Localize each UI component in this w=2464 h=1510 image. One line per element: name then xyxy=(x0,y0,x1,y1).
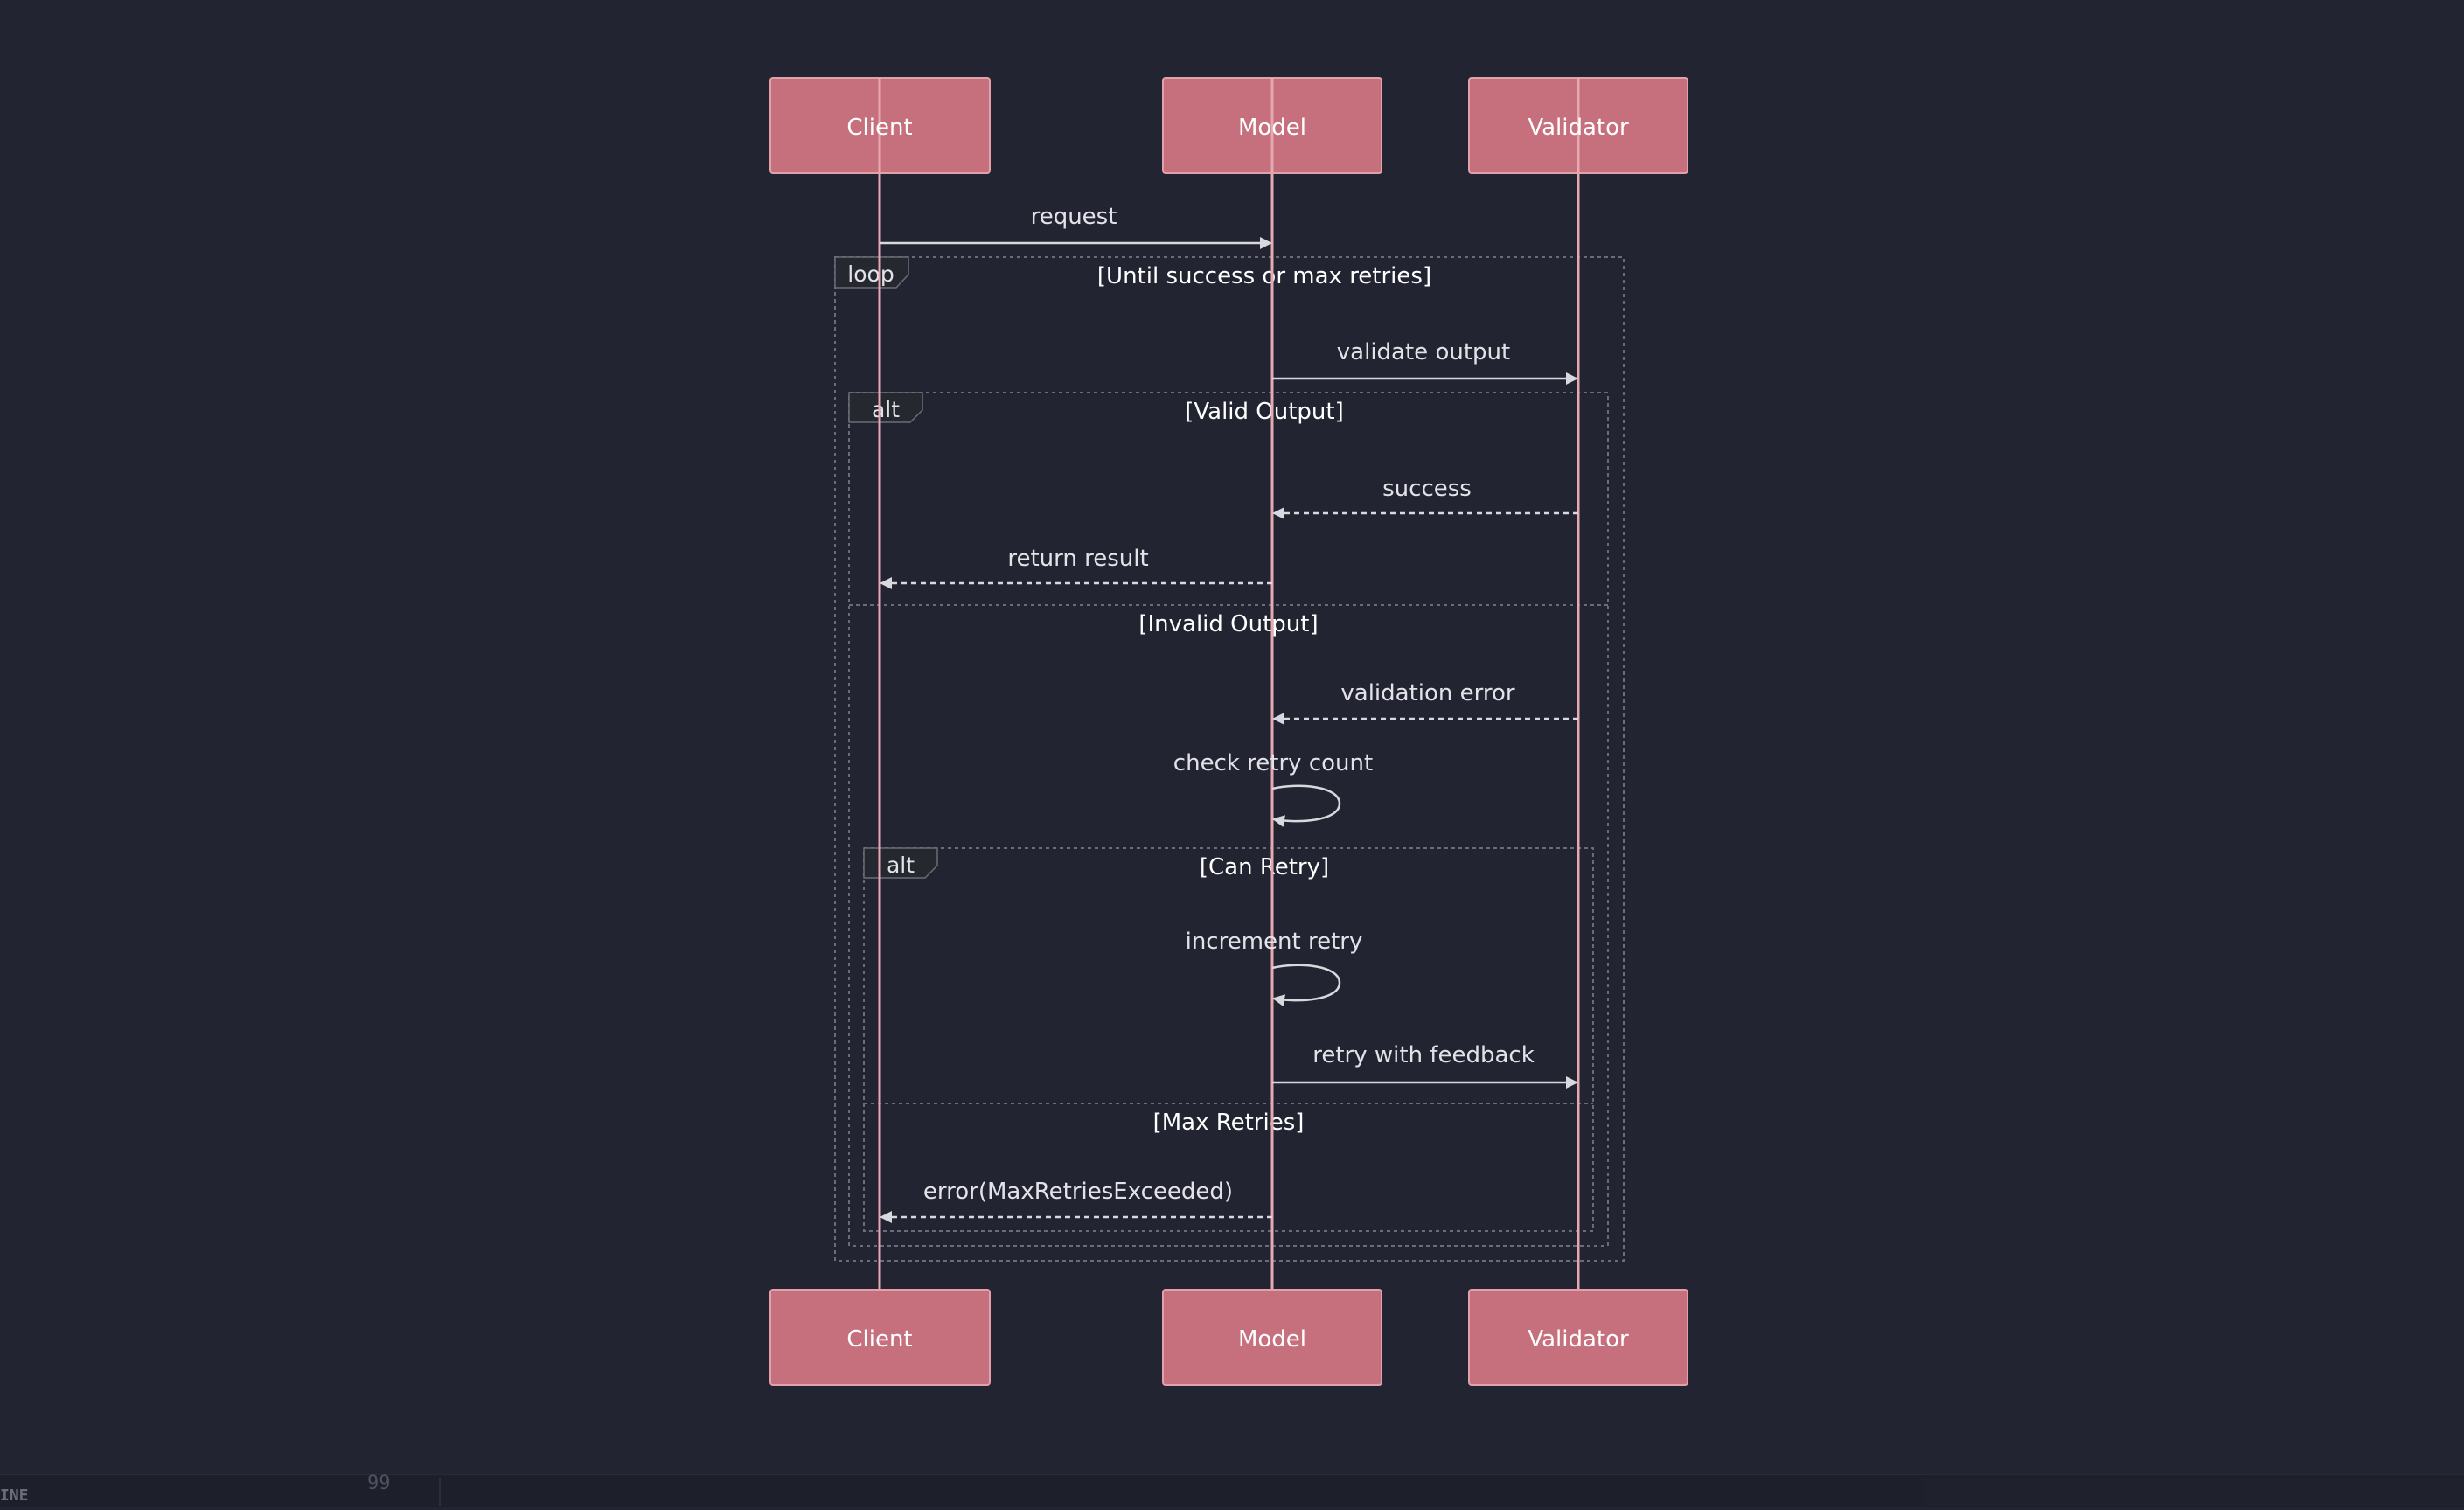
actor-model-top-label: Model xyxy=(1238,115,1306,141)
editor-status-right-panel xyxy=(1924,1478,2464,1506)
actor-model-top[interactable]: Model xyxy=(1162,77,1382,174)
alt-outer-condition: [Valid Output] xyxy=(1185,399,1344,425)
mode-label: INE xyxy=(0,1486,29,1505)
alt-inner-condition: [Can Retry] xyxy=(1200,854,1329,880)
alt-outer-fragment: alt [Valid Output] [Invalid Output] xyxy=(848,392,1609,1247)
message-return-result: return result xyxy=(880,546,1272,589)
gutter-divider xyxy=(439,1478,441,1506)
message-error-max-retries-label: error(MaxRetriesExceeded) xyxy=(923,1179,1233,1205)
message-retry-with-feedback-label: retry with feedback xyxy=(1312,1042,1535,1068)
message-increment-retry-label: increment retry xyxy=(1186,929,1363,955)
alt-inner-label: alt xyxy=(887,852,915,878)
message-validation-error-label: validation error xyxy=(1340,680,1515,706)
lifelines xyxy=(878,171,1580,1291)
message-check-retry-count-label: check retry count xyxy=(1173,750,1373,776)
line-number: 99 xyxy=(367,1472,391,1494)
actor-model-bottom[interactable]: Model xyxy=(1162,1289,1382,1386)
loop-condition: [Until success or max retries] xyxy=(1097,263,1431,289)
message-success: success xyxy=(1272,476,1578,519)
actor-client-bottom[interactable]: Client xyxy=(769,1289,991,1386)
actor-client-top-label: Client xyxy=(846,115,912,141)
message-validate-output-label: validate output xyxy=(1337,339,1510,365)
message-increment-retry: increment retry xyxy=(1186,929,1363,1006)
loop-fragment: loop [Until success or max retries] xyxy=(834,256,1625,1262)
actor-validator-bottom[interactable]: Validator xyxy=(1468,1289,1688,1386)
loop-label: loop xyxy=(847,261,894,287)
message-validation-error: validation error xyxy=(1272,680,1578,725)
alt-inner-fragment: alt [Can Retry] [Max Retries] xyxy=(863,847,1594,1232)
message-error-max-retries: error(MaxRetriesExceeded) xyxy=(880,1179,1272,1223)
message-request: request xyxy=(880,204,1272,249)
alt-outer-label: alt xyxy=(872,397,900,422)
actor-validator-bottom-label: Validator xyxy=(1528,1326,1629,1353)
message-success-label: success xyxy=(1382,476,1472,502)
message-validate-output: validate output xyxy=(1272,339,1578,385)
alt-outer-else-condition: [Invalid Output] xyxy=(1138,611,1318,637)
message-retry-with-feedback: retry with feedback xyxy=(1272,1042,1578,1089)
message-return-result-label: return result xyxy=(1007,546,1148,572)
actor-client-top[interactable]: Client xyxy=(769,77,991,174)
message-check-retry-count: check retry count xyxy=(1173,750,1373,827)
actor-client-bottom-label: Client xyxy=(846,1326,912,1353)
message-request-label: request xyxy=(1031,204,1117,230)
alt-inner-else-condition: [Max Retries] xyxy=(1153,1110,1305,1136)
actor-validator-top-label: Validator xyxy=(1528,115,1629,141)
actor-validator-top[interactable]: Validator xyxy=(1468,77,1688,174)
actor-model-bottom-label: Model xyxy=(1238,1326,1306,1353)
